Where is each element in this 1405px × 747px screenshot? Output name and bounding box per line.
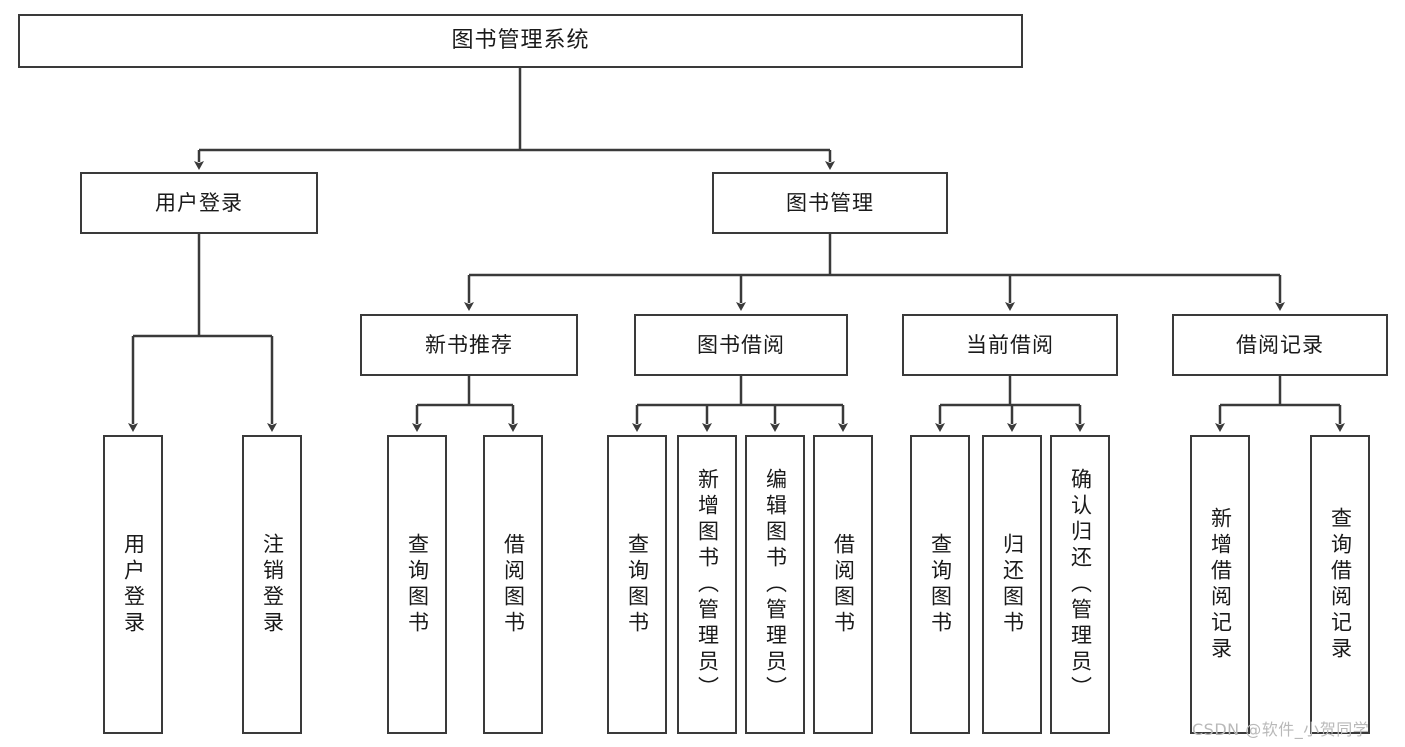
node-user-login-label: 用户登录: [155, 190, 243, 215]
node-leaf-add-record[interactable]: 新增借阅记录: [1190, 435, 1250, 734]
node-book-manage-label: 图书管理: [786, 190, 874, 215]
node-leaf-logout[interactable]: 注销登录: [242, 435, 302, 734]
node-leaf-query-book-rec-label: 查询图书: [405, 532, 430, 637]
node-borrow-record-label: 借阅记录: [1236, 332, 1324, 357]
node-leaf-edit-book-label: 编辑图书（管理员）: [763, 467, 788, 702]
node-leaf-query-record[interactable]: 查询借阅记录: [1310, 435, 1370, 734]
node-leaf-query-book-b-label: 查询图书: [625, 532, 650, 637]
node-leaf-borrow-book-rec[interactable]: 借阅图书: [483, 435, 543, 734]
node-borrow-record[interactable]: 借阅记录: [1172, 314, 1388, 376]
node-leaf-add-book[interactable]: 新增图书（管理员）: [677, 435, 737, 734]
node-leaf-query-book-c-label: 查询图书: [928, 532, 953, 637]
node-book-borrow-label: 图书借阅: [697, 332, 785, 357]
node-leaf-borrow-book-rec-label: 借阅图书: [501, 532, 526, 637]
node-current-borrow-label: 当前借阅: [966, 332, 1054, 357]
node-leaf-add-record-label: 新增借阅记录: [1208, 506, 1233, 663]
node-leaf-query-book-c[interactable]: 查询图书: [910, 435, 970, 734]
csdn-watermark: CSDN @软件_小贺同学: [1192, 720, 1370, 739]
node-leaf-return-book[interactable]: 归还图书: [982, 435, 1042, 734]
node-book-manage[interactable]: 图书管理: [712, 172, 948, 234]
node-leaf-edit-book[interactable]: 编辑图书（管理员）: [745, 435, 805, 734]
node-leaf-confirm-return[interactable]: 确认归还（管理员）: [1050, 435, 1110, 734]
node-current-borrow[interactable]: 当前借阅: [902, 314, 1118, 376]
node-new-book-rec[interactable]: 新书推荐: [360, 314, 578, 376]
node-leaf-borrow-book-b-label: 借阅图书: [831, 532, 856, 637]
node-leaf-logout-label: 注销登录: [260, 532, 285, 637]
node-leaf-query-book-b[interactable]: 查询图书: [607, 435, 667, 734]
node-user-login[interactable]: 用户登录: [80, 172, 318, 234]
node-root-label: 图书管理系统: [451, 28, 590, 54]
node-root[interactable]: 图书管理系统: [18, 14, 1023, 68]
node-leaf-query-book-rec[interactable]: 查询图书: [387, 435, 447, 734]
node-leaf-return-book-label: 归还图书: [1000, 532, 1025, 637]
node-leaf-query-record-label: 查询借阅记录: [1328, 506, 1353, 663]
node-leaf-add-book-label: 新增图书（管理员）: [695, 467, 720, 702]
node-new-book-rec-label: 新书推荐: [425, 332, 513, 357]
node-leaf-borrow-book-b[interactable]: 借阅图书: [813, 435, 873, 734]
node-leaf-user-login-label: 用户登录: [121, 532, 146, 637]
node-book-borrow[interactable]: 图书借阅: [634, 314, 848, 376]
node-leaf-user-login[interactable]: 用户登录: [103, 435, 163, 734]
node-leaf-confirm-return-label: 确认归还（管理员）: [1068, 467, 1093, 702]
